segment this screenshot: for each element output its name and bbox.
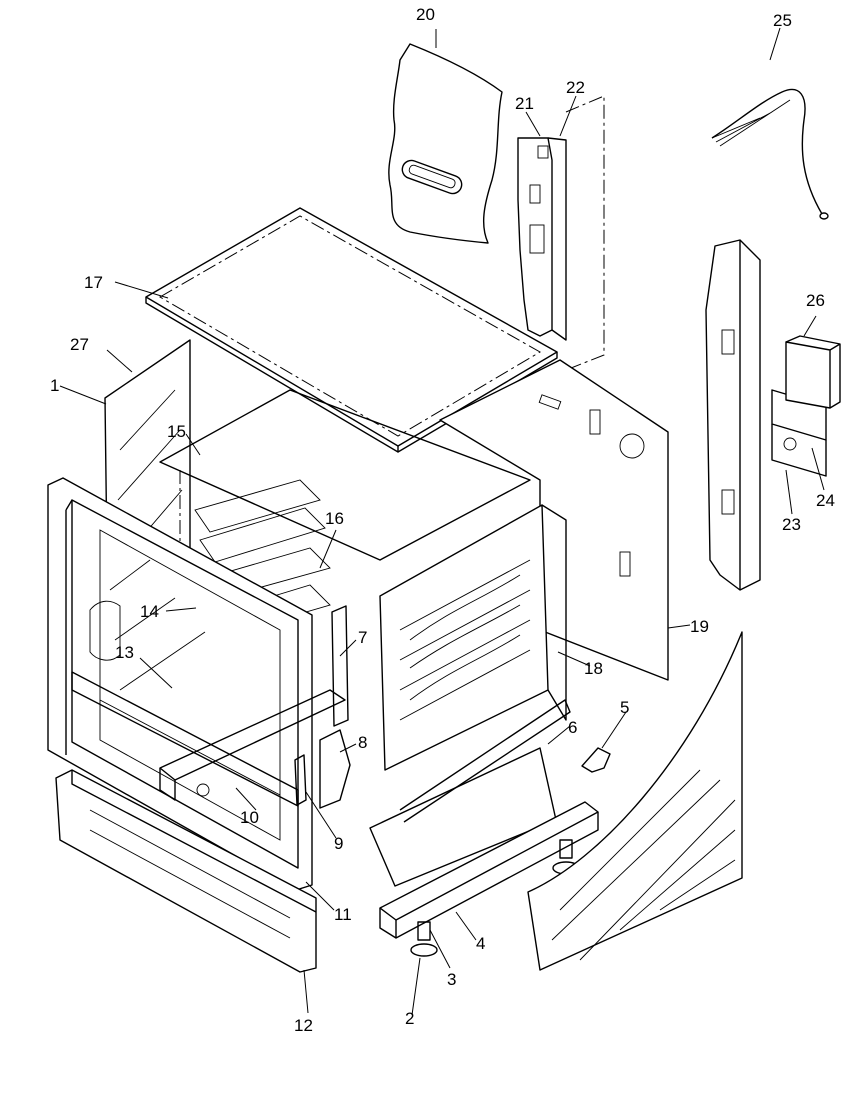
part-kick-plate	[55, 769, 317, 973]
callout-label-27: 27	[70, 335, 89, 354]
part-door-frame	[47, 477, 313, 891]
part-cabinet-body	[104, 339, 669, 780]
part-terminal-box	[785, 335, 841, 409]
part-rear-bracket	[517, 137, 567, 341]
part-lower-trim	[71, 671, 299, 807]
callout-label-7: 7	[358, 628, 367, 647]
callout-label-16: 16	[325, 509, 344, 528]
callout-labels: 20 25 22 21 17 27 1 15 16 14 7 13 8 26 2…	[50, 5, 835, 1035]
callout-label-12: 12	[294, 1016, 313, 1035]
hidden-edge	[565, 95, 605, 371]
callout-label-24: 24	[816, 491, 835, 510]
callout-label-2: 2	[405, 1009, 414, 1028]
callout-label-17: 17	[84, 273, 103, 292]
callout-label-25: 25	[773, 11, 792, 30]
callout-label-4: 4	[476, 934, 485, 953]
callout-label-6: 6	[568, 718, 577, 737]
callout-label-8: 8	[358, 733, 367, 752]
callout-label-5: 5	[620, 698, 629, 717]
callout-leaders	[59, 27, 825, 1016]
part-side-trim	[705, 239, 761, 591]
part-base-rail	[379, 801, 599, 939]
callout-label-18: 18	[584, 659, 603, 678]
callout-label-3: 3	[447, 970, 456, 989]
callout-label-9: 9	[334, 834, 343, 853]
callout-label-20: 20	[416, 5, 435, 24]
part-insulation-blanket	[388, 43, 503, 244]
part-side-panel	[527, 631, 743, 971]
part-clip	[581, 747, 611, 773]
callout-label-21: 21	[515, 94, 534, 113]
callout-label-19: 19	[690, 617, 709, 636]
part-wire-harness	[711, 88, 829, 220]
callout-label-10: 10	[240, 808, 259, 827]
part-top-panel	[145, 207, 558, 453]
callout-label-14: 14	[140, 602, 159, 621]
callout-label-13: 13	[115, 643, 134, 662]
callout-label-22: 22	[566, 78, 585, 97]
callout-label-26: 26	[806, 291, 825, 310]
callout-label-15: 15	[167, 422, 186, 441]
callout-label-11: 11	[334, 905, 352, 924]
part-bottom-channel	[159, 689, 346, 801]
callout-label-23: 23	[782, 515, 801, 534]
callout-label-1: 1	[50, 376, 59, 395]
part-side-bracket	[294, 605, 351, 809]
